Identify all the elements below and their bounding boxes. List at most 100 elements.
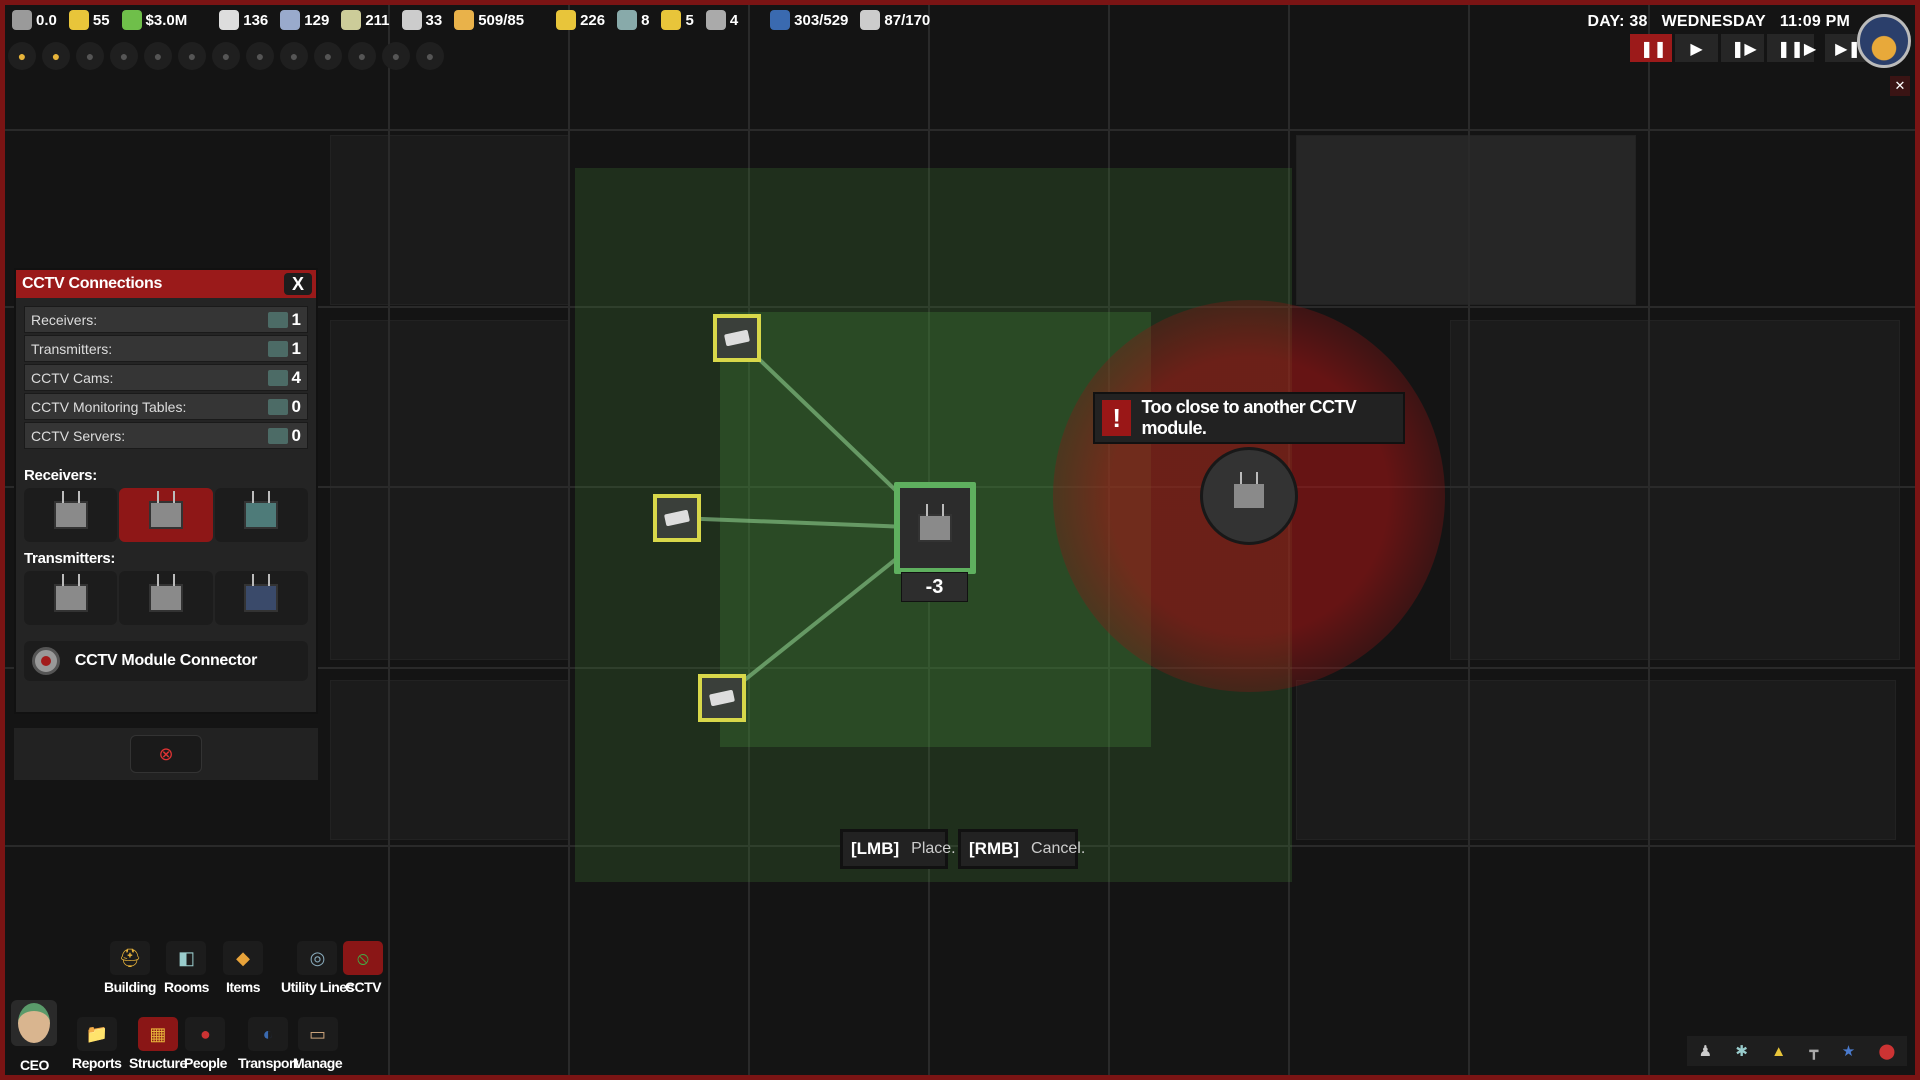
- ceo-avatar[interactable]: [11, 1000, 57, 1046]
- broken-item-icon[interactable]: ✱: [1735, 1043, 1748, 1060]
- receiver-icon: [244, 491, 279, 529]
- stat-calendar[interactable]: 211: [341, 10, 390, 30]
- money-stack-icon[interactable]: ●: [8, 42, 36, 70]
- ghost-icon[interactable]: ●: [178, 42, 206, 70]
- stat-value: 5: [685, 11, 694, 29]
- trophy-icon[interactable]: ●: [382, 42, 410, 70]
- popcorn-icon[interactable]: ●: [348, 42, 376, 70]
- stat-money[interactable]: $3.0M: [121, 10, 187, 30]
- receiver-option-1[interactable]: [24, 488, 118, 542]
- map-pin-icon[interactable]: ⬤: [1878, 1043, 1896, 1060]
- guard-icon: [860, 10, 881, 30]
- stat-value: 8: [641, 11, 650, 29]
- stat-count: 1: [291, 309, 301, 329]
- stat-transport-seat[interactable]: 303/529: [770, 10, 848, 30]
- error-message: Too close to another CCTV module.: [1141, 397, 1357, 438]
- masks-icon[interactable]: ●: [144, 42, 172, 70]
- receiver-option-2[interactable]: [119, 488, 213, 542]
- hint-action: Cancel.: [1031, 840, 1086, 857]
- transmitter-option-2[interactable]: [119, 571, 213, 625]
- person-stand-icon[interactable]: ♟: [1698, 1043, 1713, 1060]
- globe-icon[interactable]: ●: [280, 42, 308, 70]
- stat-star-rating[interactable]: 0.0: [12, 10, 57, 30]
- cctv-camera[interactable]: [698, 674, 746, 722]
- stat-storage-box[interactable]: 509/85: [454, 10, 524, 30]
- stat-calculator[interactable]: 33: [401, 10, 442, 30]
- cctv-camera[interactable]: [713, 314, 761, 362]
- toolbar-items-button[interactable]: ◆Items: [223, 941, 263, 995]
- barrier-icon: ▦: [137, 1017, 178, 1051]
- toolbar-building-button[interactable]: ⛑ Building: [104, 941, 157, 995]
- receiver-option-3[interactable]: [214, 488, 308, 542]
- lamp-icon[interactable]: ▲: [1771, 1042, 1787, 1060]
- stat-value: 87/170: [884, 11, 931, 29]
- stat-battery[interactable]: 226: [556, 10, 605, 30]
- stat-label: Transmitters:: [31, 340, 113, 357]
- transmitter-option-3[interactable]: [214, 571, 308, 625]
- toolbar-structure-button[interactable]: ▦Structure: [129, 1017, 187, 1071]
- faster-forward-button[interactable]: ❚❚▶: [1767, 34, 1816, 62]
- police-badge-icon[interactable]: ★: [1841, 1043, 1856, 1060]
- toolbar-rooms-button[interactable]: ◧Rooms: [164, 941, 209, 995]
- stat-employees[interactable]: 136: [219, 10, 268, 30]
- stat-staff-badge[interactable]: 129: [280, 10, 329, 30]
- stat-row: Transmitters:1: [24, 335, 308, 362]
- stat-value: 0.0: [36, 11, 57, 29]
- stat-value: 509/85: [478, 11, 525, 29]
- toolbar-people-button[interactable]: ●People: [184, 1017, 227, 1071]
- cctv-camera[interactable]: [653, 494, 701, 542]
- stat-router[interactable]: 4: [705, 10, 738, 30]
- weekday-label: WEDNESDAY: [1661, 13, 1766, 30]
- transmitter-placement[interactable]: [894, 482, 976, 574]
- fast-forward-button[interactable]: ❚▶: [1721, 34, 1764, 62]
- stat-water-valve[interactable]: 8: [617, 10, 649, 30]
- transmitter-icon: [148, 574, 183, 612]
- stat-guard[interactable]: 87/170: [860, 10, 930, 30]
- toolbar-label: Transport: [238, 1055, 299, 1071]
- boxes-icon[interactable]: ●: [110, 42, 138, 70]
- transmitter-icon: [53, 574, 88, 612]
- pause-button[interactable]: ❚❚: [1630, 34, 1672, 62]
- stat-value: 136: [243, 11, 269, 29]
- cctv-module-connector-button[interactable]: CCTV Module Connector: [24, 641, 308, 681]
- camera-icon[interactable]: ●: [314, 42, 342, 70]
- toolbar-label: Building: [104, 979, 157, 995]
- shapes-icon: ◆: [223, 941, 263, 975]
- safe-icon[interactable]: ●: [212, 42, 240, 70]
- cctv-icon: ⦸: [343, 941, 383, 975]
- toolbar-utility-lines-button[interactable]: ◎Utility Lines: [281, 941, 354, 995]
- rooms-icon: ◧: [166, 941, 207, 975]
- remove-module-button[interactable]: ⊗: [130, 735, 202, 773]
- hard-hat-icon: ⛑: [110, 941, 150, 975]
- stat-value: 211: [365, 11, 390, 29]
- stat-row: CCTV Servers:0: [24, 422, 308, 449]
- toolbar-label: Reports: [72, 1055, 122, 1071]
- close-button[interactable]: X: [284, 273, 312, 295]
- stat-value: 226: [580, 11, 606, 29]
- stat-gas-valve[interactable]: 5: [661, 10, 694, 30]
- diamond-icon[interactable]: ●: [416, 42, 444, 70]
- star-icon[interactable]: ●: [42, 42, 70, 70]
- toolbar-reports-button[interactable]: 📁Reports: [72, 1017, 122, 1071]
- toolbar-ceo-button[interactable]: CEO: [20, 1053, 49, 1073]
- day-night-clock-icon[interactable]: [1857, 14, 1911, 68]
- toolbar-manage-button[interactable]: ▭Manage: [293, 1017, 343, 1071]
- office-icon[interactable]: ●: [76, 42, 104, 70]
- stat-count: 0: [291, 396, 301, 416]
- existing-receiver-module[interactable]: [1200, 447, 1298, 545]
- police-icon[interactable]: ●: [246, 42, 274, 70]
- close-icon[interactable]: ✕: [1890, 76, 1910, 96]
- seat-icon: ◐: [248, 1017, 289, 1051]
- toolbar-transport-button[interactable]: ◐ Transport: [238, 1017, 299, 1071]
- connection-value: -3: [901, 572, 968, 602]
- transmitter-icon: [244, 574, 279, 612]
- server-icon: [267, 427, 288, 444]
- transmitter-option-1[interactable]: [24, 571, 118, 625]
- toolbar-cctv-button[interactable]: ⦸CCTV: [343, 941, 383, 995]
- stat-happiness-face[interactable]: 55: [68, 10, 110, 30]
- play-button[interactable]: ▶: [1675, 34, 1718, 62]
- screw-icon[interactable]: ┳: [1809, 1043, 1819, 1060]
- speed-controls: ❚❚ ▶ ❚▶ ❚❚▶ ▶❚: [1630, 34, 1871, 62]
- stat-row: Receivers:1: [24, 306, 308, 333]
